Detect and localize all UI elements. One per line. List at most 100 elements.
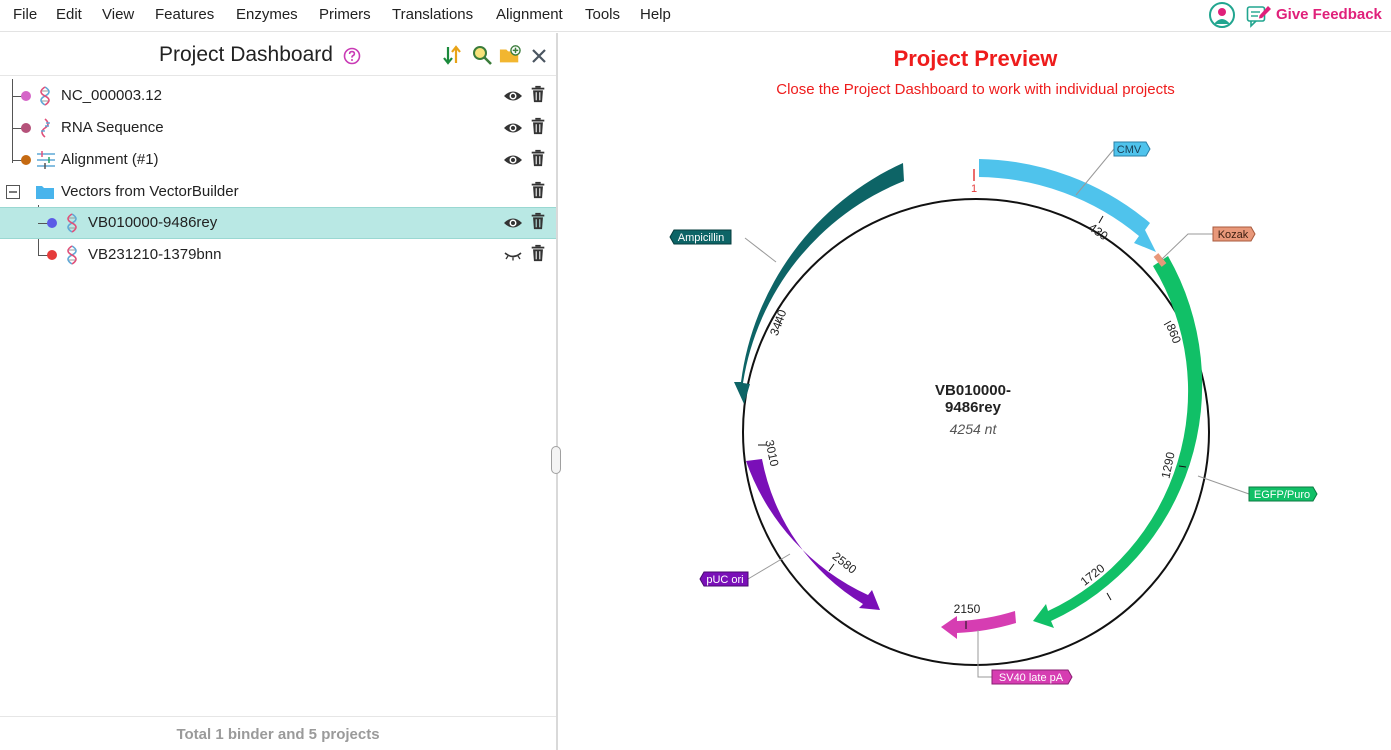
dashboard-footer: Total 1 binder and 5 projects — [0, 716, 556, 750]
give-feedback-link[interactable]: Give Feedback — [1276, 6, 1382, 23]
plasmid-map[interactable]: 1 430 860 1290 1720 2150 2580 3010 3440 … — [558, 33, 1391, 750]
feature-arc-egfp[interactable] — [1033, 256, 1203, 628]
folder-icon — [36, 186, 54, 199]
feature-arc-cmv[interactable] — [979, 159, 1156, 252]
project-row-nc-000003[interactable]: NC_000003.12 — [0, 80, 556, 112]
menu-tools[interactable]: Tools — [585, 6, 621, 23]
feature-tag-cmv[interactable] — [1113, 141, 1151, 157]
eye-icon[interactable] — [503, 151, 523, 169]
splitter-handle[interactable] — [551, 446, 561, 474]
project-label: VB231210-1379bnn — [88, 246, 222, 263]
trash-icon[interactable] — [528, 149, 548, 167]
menu-bar: File Edit View Features Enzymes Primers … — [0, 0, 1391, 32]
plasmid-length: 4254 nt — [950, 421, 998, 437]
binder-row-vectors[interactable]: Vectors from VectorBuilder — [0, 176, 556, 208]
feature-label: CMV — [1117, 144, 1142, 156]
new-folder-icon[interactable] — [499, 44, 521, 66]
feature-tag-egfp[interactable] — [1248, 486, 1318, 502]
project-color-dot — [21, 155, 31, 165]
feature-tag-ampicillin[interactable] — [669, 229, 732, 245]
project-count-summary: Total 1 binder and 5 projects — [176, 726, 380, 743]
dna-icon — [67, 213, 77, 233]
project-label: VB010000-9486rey — [88, 214, 218, 231]
tree-connector — [12, 160, 24, 161]
trash-icon[interactable] — [528, 181, 548, 199]
menu-file[interactable]: File — [13, 6, 38, 23]
search-icon[interactable] — [471, 44, 493, 66]
tree-connector — [12, 96, 24, 97]
rna-icon — [41, 118, 50, 138]
trash-icon[interactable] — [528, 85, 548, 103]
menu-help[interactable]: Help — [640, 6, 671, 23]
tree-connector — [38, 255, 50, 256]
collapse-icon[interactable] — [6, 185, 20, 199]
feature-arc-puc[interactable] — [746, 459, 880, 610]
help-icon[interactable] — [343, 47, 361, 65]
tree-connector — [12, 79, 13, 163]
tree-connector — [38, 239, 39, 255]
alignment-icon — [37, 151, 55, 169]
feature-label: EGFP/Puro — [1254, 489, 1310, 501]
project-color-dot — [21, 91, 31, 101]
menu-features[interactable]: Features — [155, 6, 215, 23]
eye-icon[interactable] — [503, 87, 523, 105]
feature-tag-puc[interactable] — [699, 571, 749, 587]
origin-label: 1 — [971, 183, 977, 195]
menu-alignment[interactable]: Alignment — [496, 6, 563, 23]
plasmid-backbone — [742, 198, 1210, 666]
tick-label: 3010 — [762, 439, 781, 468]
feedback-icon[interactable] — [1246, 4, 1272, 28]
tick-label: 1290 — [1158, 450, 1177, 479]
project-label: RNA Sequence — [61, 119, 164, 136]
menu-edit[interactable]: Edit — [56, 6, 82, 23]
menu-view[interactable]: View — [102, 6, 135, 23]
project-row-rna-sequence[interactable]: RNA Sequence — [0, 112, 556, 144]
feature-label: Ampicillin — [678, 232, 724, 244]
eye-icon[interactable] — [503, 214, 523, 232]
panel-splitter[interactable] — [556, 33, 558, 750]
project-label: Alignment (#1) — [61, 151, 159, 168]
tick-label: 2580 — [830, 549, 860, 577]
project-preview-panel: Project Preview Close the Project Dashbo… — [558, 33, 1391, 750]
tree-connector — [38, 223, 50, 224]
feature-arc-kozak[interactable] — [1153, 253, 1167, 267]
project-row-alignment[interactable]: Alignment (#1) — [0, 144, 556, 176]
preview-title: Project Preview — [893, 46, 1058, 71]
eye-icon[interactable] — [503, 119, 523, 137]
feature-label: Kozak — [1218, 229, 1249, 241]
plasmid-name: VB010000- — [935, 382, 1011, 399]
divider — [0, 75, 556, 76]
eye-closed-icon[interactable] — [503, 246, 523, 264]
project-dashboard-panel: Project Dashboard NC_000003.12 — [0, 33, 556, 750]
plasmid-name: 9486rey — [945, 399, 1002, 416]
menu-primers[interactable]: Primers — [319, 6, 371, 23]
tick-label: 3440 — [767, 307, 789, 337]
dna-icon — [67, 245, 77, 265]
tree-connector — [12, 128, 24, 129]
project-label: NC_000003.12 — [61, 87, 162, 104]
project-color-dot — [47, 218, 57, 228]
feature-tag-sv40[interactable] — [991, 669, 1073, 685]
binder-label: Vectors from VectorBuilder — [61, 183, 239, 200]
user-account-icon[interactable] — [1209, 2, 1235, 28]
dashboard-title: Project Dashboard — [159, 43, 333, 66]
feature-label: SV40 late pA — [999, 672, 1064, 684]
project-row-vb010000-9486rey[interactable]: VB010000-9486rey — [0, 207, 556, 239]
project-color-dot — [21, 123, 31, 133]
feature-tag-kozak[interactable] — [1212, 226, 1256, 242]
trash-icon[interactable] — [528, 117, 548, 135]
preview-subtitle: Close the Project Dashboard to work with… — [776, 81, 1175, 98]
dna-icon — [40, 86, 50, 106]
feature-arc-sv40[interactable] — [941, 611, 1016, 639]
menu-enzymes[interactable]: Enzymes — [236, 6, 298, 23]
close-icon[interactable] — [530, 47, 548, 65]
tick-label: 2150 — [954, 602, 981, 616]
feature-label: pUC ori — [706, 574, 743, 586]
project-row-vb231210-1379bnn[interactable]: VB231210-1379bnn — [0, 239, 556, 271]
sort-icon[interactable] — [441, 44, 463, 66]
feature-arc-ampicillin[interactable] — [734, 163, 904, 404]
trash-icon[interactable] — [528, 244, 548, 262]
project-color-dot — [47, 250, 57, 260]
trash-icon[interactable] — [528, 212, 548, 230]
menu-translations[interactable]: Translations — [392, 6, 474, 23]
